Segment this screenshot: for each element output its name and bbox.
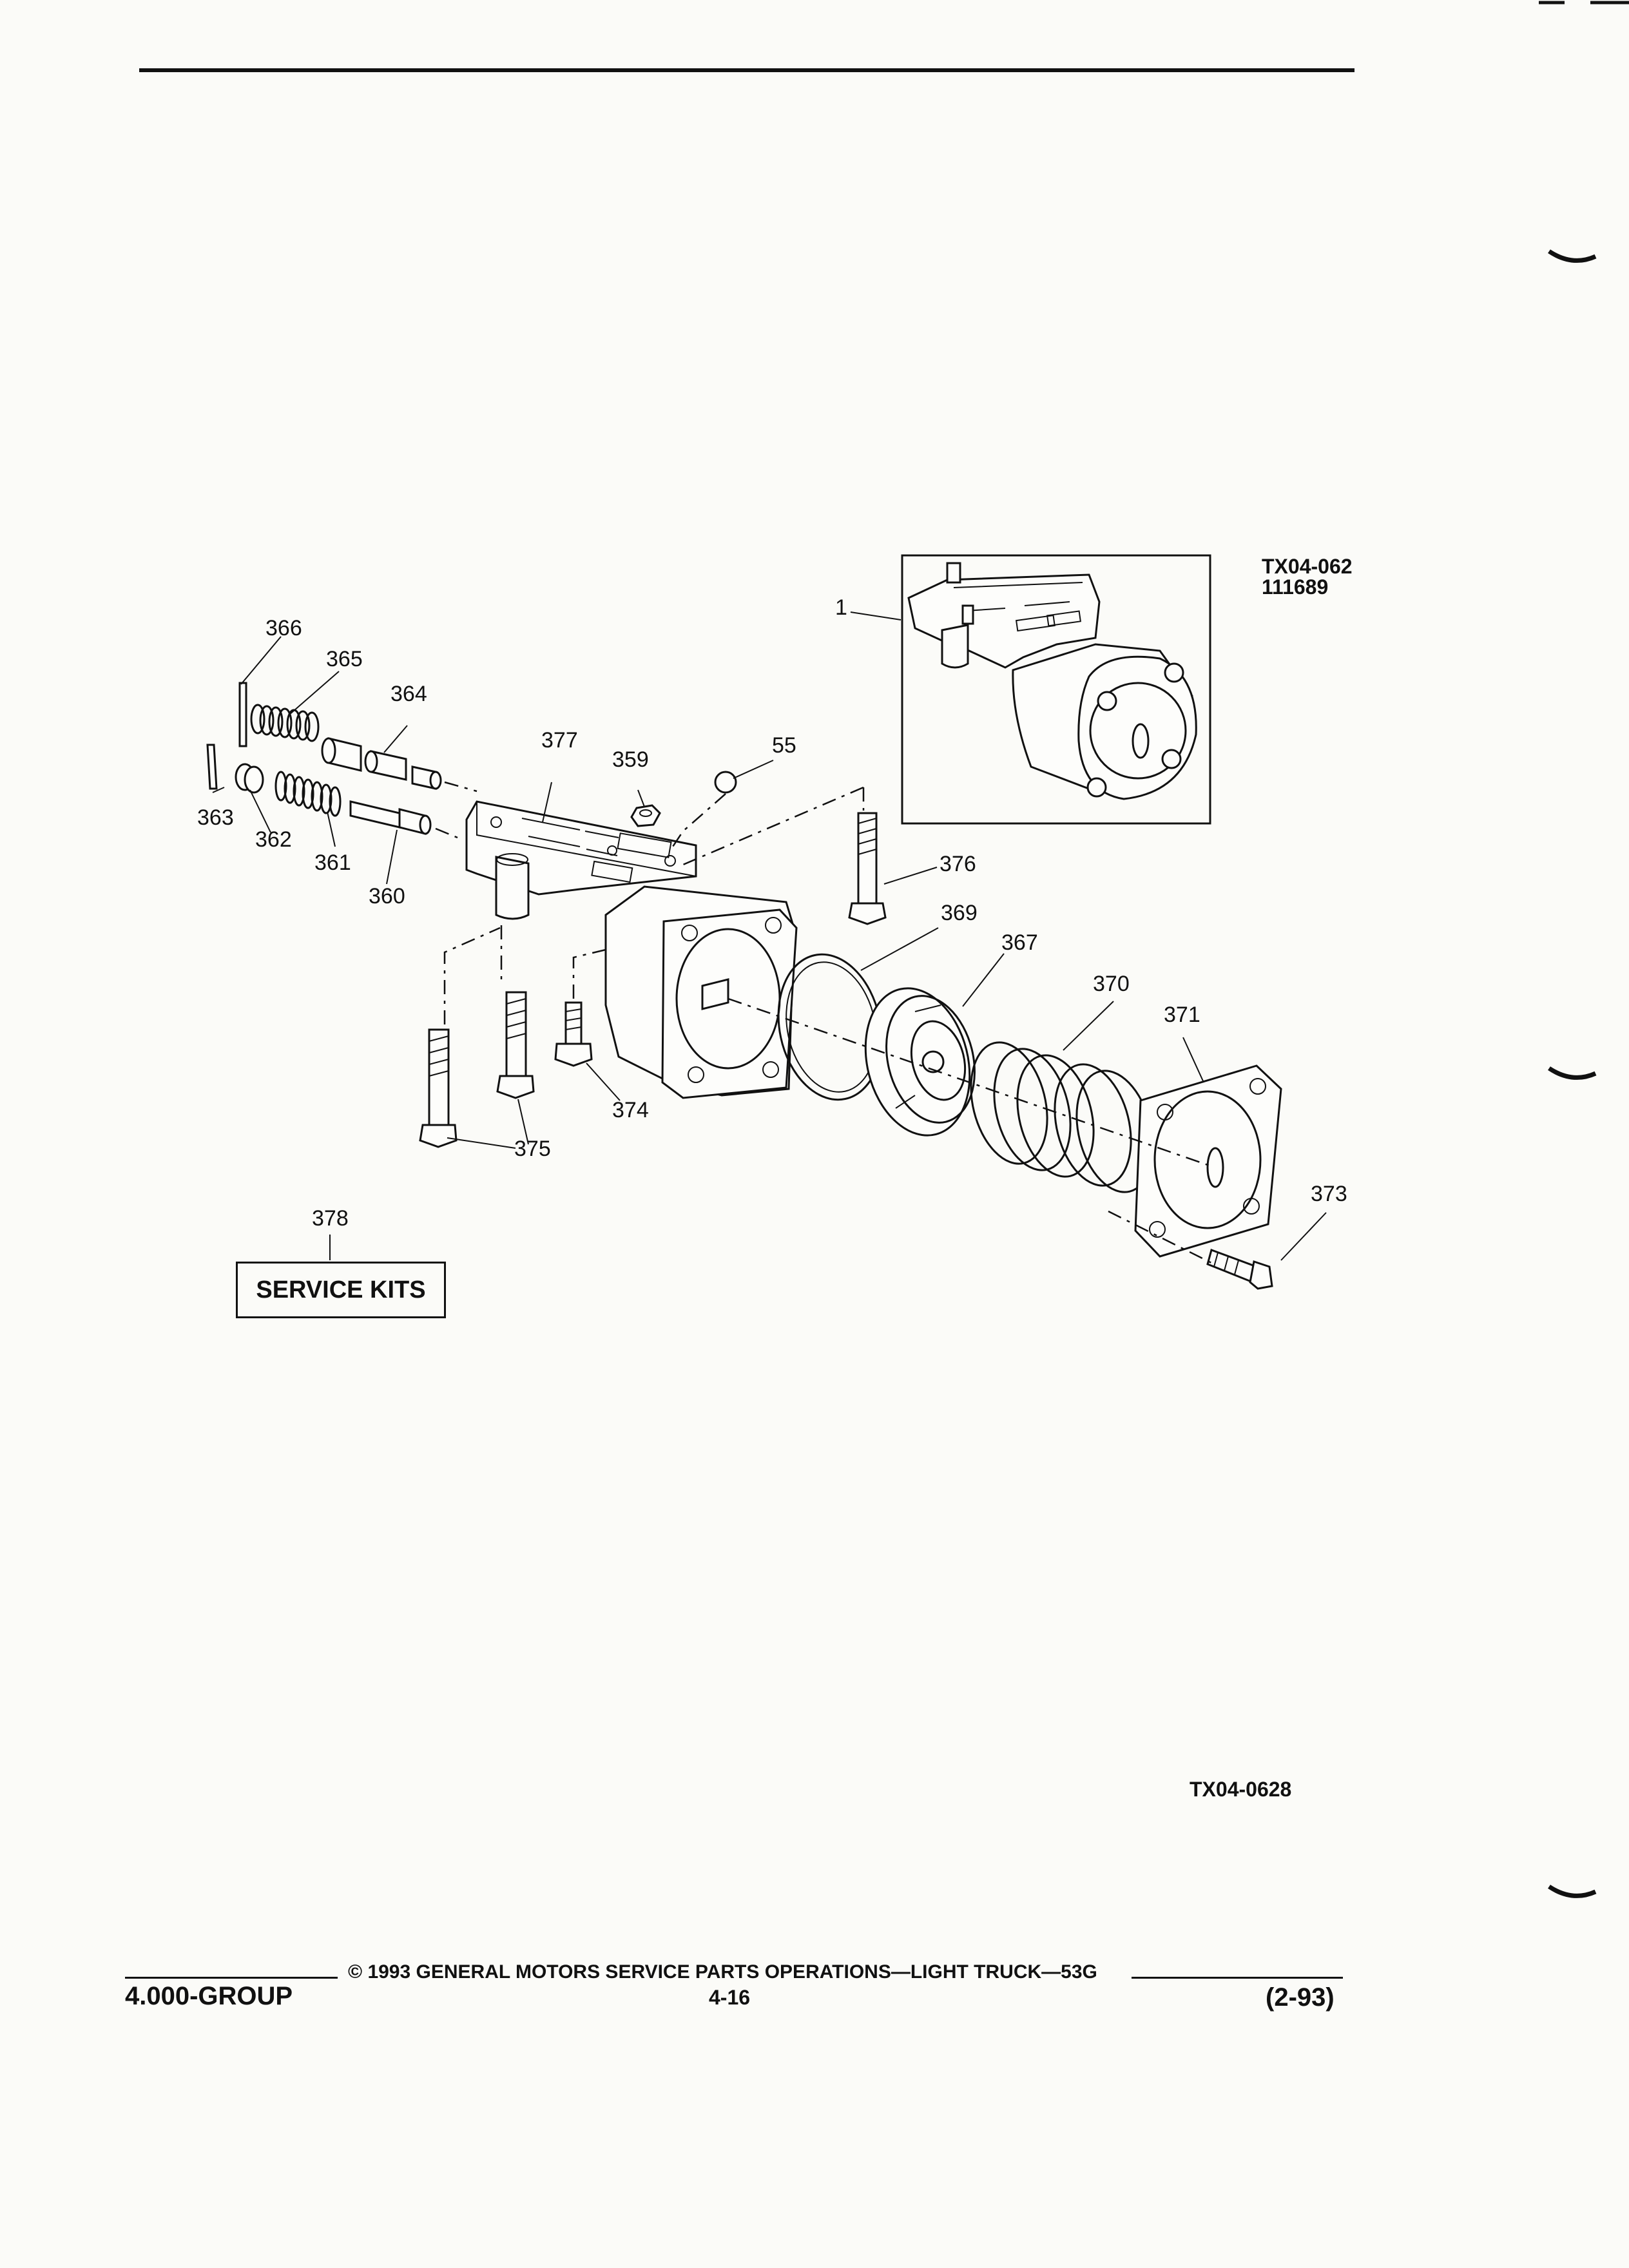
footer-rule-right [1132,1977,1343,1979]
callout-373: 373 [1311,1182,1347,1206]
part-374-bolt [554,1001,593,1067]
part-364-valve [321,737,477,793]
callout-371: 371 [1164,1003,1200,1027]
part-359-nut [630,804,661,827]
callout-362: 362 [255,827,292,852]
footer-page-number: 4-16 [709,1986,751,2009]
callout-364: 364 [390,682,427,706]
top-rule [139,68,1354,72]
housing-body [604,885,798,1099]
footer-copyright: © 1993 GENERAL MOTORS SERVICE PARTS OPER… [348,1961,1097,1983]
margin-mark-2 [1548,1066,1597,1080]
footer-rule-left [125,1977,338,1979]
part-55-ball [714,771,737,794]
callout-365: 365 [326,647,363,671]
callout-1: 1 [835,595,847,620]
margin-mark-1 [1548,249,1597,263]
callout-366: 366 [265,616,302,640]
callout-377: 377 [541,728,578,753]
part-370-springs [970,1041,1154,1193]
callout-369: 369 [941,901,978,925]
assembly-inset-frame [901,554,1211,825]
callout-55: 55 [772,733,796,758]
assembled-unit-drawing [907,562,1197,800]
footer-group: 4.000-GROUP [125,1982,293,2010]
figure-code-bottom: TX04-0628 [1190,1778,1292,1801]
margin-mark-top [1539,1,1629,5]
callout-367: 367 [1001,930,1038,955]
part-375-bolts [419,991,535,1148]
part-360-valve [349,800,458,839]
callout-359: 359 [612,747,649,772]
part-365-spring [250,704,320,742]
part-373-bolt [1206,1249,1273,1290]
callout-370: 370 [1093,972,1130,996]
margin-mark-3 [1548,1885,1597,1898]
callout-361: 361 [314,850,351,875]
part-363-clip [206,744,218,790]
callout-375: 375 [514,1137,551,1161]
part-371-cover [1134,1064,1282,1258]
callout-378: 378 [312,1206,349,1231]
service-kits-box: SERVICE KITS [236,1262,446,1318]
footer-date-code: (2-93) [1266,1983,1335,2012]
service-kits-label: SERVICE KITS [256,1276,426,1303]
part-361-spring [275,771,342,817]
callout-360: 360 [369,884,405,908]
figure-code-primary: TX04-062 [1262,555,1353,578]
part-376-bolt [848,812,887,925]
part-362-plug [235,763,264,794]
callout-376: 376 [940,852,976,876]
part-367-piston [864,987,976,1137]
callout-363: 363 [197,805,234,830]
figure-code-secondary: 111689 [1262,575,1329,599]
exploded-parts-diagram [206,554,1327,1290]
part-366-retainer [238,682,247,747]
callout-374: 374 [612,1098,649,1122]
part-377-valve-body [465,800,697,920]
